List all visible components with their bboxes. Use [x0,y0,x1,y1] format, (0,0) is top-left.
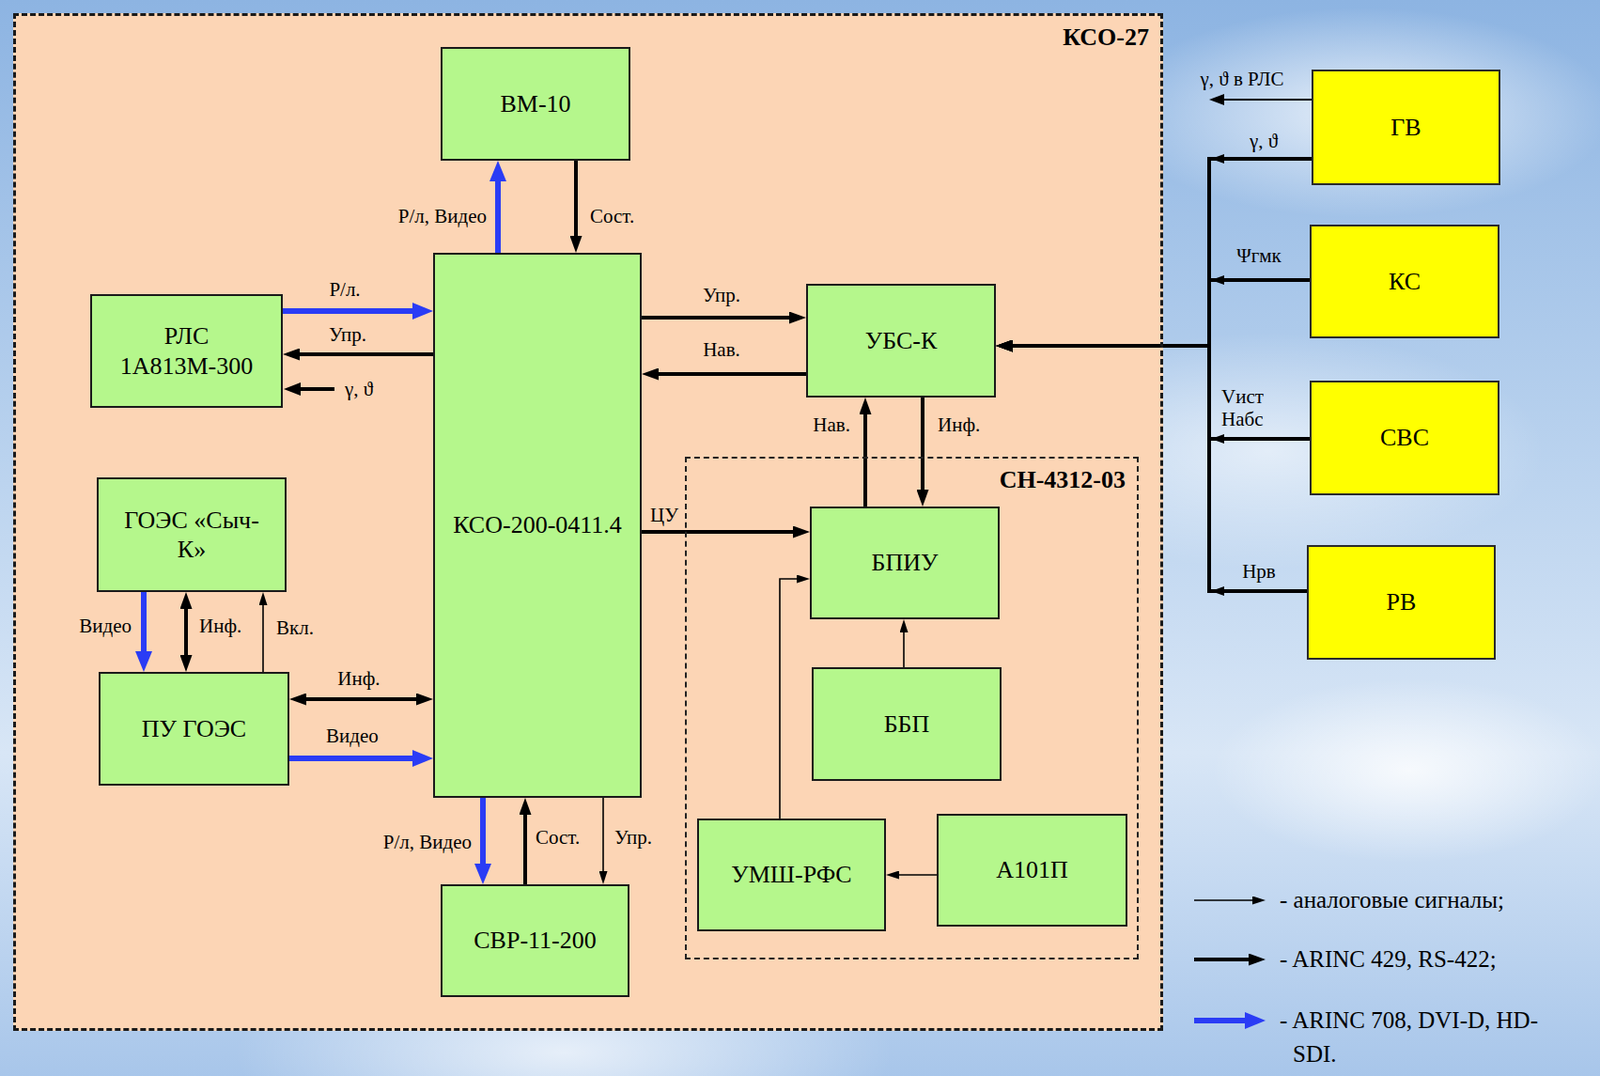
system-region: КСО-27ВМ-10РЛС 1А813М-300КСО-200-0411.4У… [13,13,1164,1031]
region-fill [13,13,1164,1031]
connector [282,308,413,314]
stub-arrowhead [1209,93,1225,106]
sensor-box: СВС [1309,380,1500,496]
connector [863,414,868,507]
unit-box: РЛС 1А813М-300 [90,294,283,408]
subsystem-region: СН-4312-03БПИУ ББП УМШ-РФС А101П [684,456,1139,960]
legend-sample [1194,1017,1245,1024]
stub-line [296,387,335,391]
edge-label: Нав. [702,338,741,361]
edge-label: Р/л, Видео [398,204,487,228]
node-label: ГОЭС «Сыч-К» [121,505,263,564]
unit-box: БПИУ [809,506,1000,620]
legend-text: - ARINC 708, DVI-D, HD-SDI. [1279,1003,1575,1072]
sensor-box: КС [1309,224,1500,339]
connector [306,697,417,701]
legend-sample [1194,899,1253,901]
edge-label: Р/л, Видео [383,830,472,854]
connector [641,529,793,534]
unit-box: ББП [811,667,1002,781]
edge-label: γ, ϑ [1249,129,1278,153]
node-label: ПУ ГОЭС [141,714,247,744]
region-title: КСО-27 [1062,23,1150,52]
connector [523,814,528,885]
signal-label: γ, ϑ в РЛС [1200,67,1285,91]
node-label: УБС-К [865,326,938,356]
unit-box: ПУ ГОЭС [98,671,290,786]
connector [495,181,501,253]
connector [480,797,486,864]
connector [184,608,188,655]
legend-sample [1194,957,1249,962]
node-label: РВ [1386,587,1417,617]
node-label: ГВ [1390,112,1421,142]
stub-line [1221,98,1312,101]
legend-text: - аналоговые сигналы; [1279,883,1505,917]
node-label: СВС [1380,422,1430,452]
edge-label: Инф. [199,614,242,637]
connector [602,797,605,871]
node-label: СВР-11-200 [473,925,597,955]
edge-label: Инф. [337,667,380,690]
connector [289,755,413,762]
region-title: СН-4312-03 [999,466,1126,495]
unit-box: УМШ-РФС [697,818,886,932]
sensor-box: РВ [1306,544,1496,660]
sensor-box: ГВ [1311,69,1501,186]
edge-label: Инф. [937,413,980,436]
connector [262,605,265,672]
edge-label: Ψгмк [1236,244,1281,267]
node-label: ВМ-10 [499,89,571,119]
connector [899,873,937,876]
node-label: УМШ-РФС [730,859,852,889]
node-label: БПИУ [871,547,939,577]
edge-label: ЦУ [650,503,679,527]
legend-text: - ARINC 429, RS-422; [1279,942,1497,977]
connector [574,160,578,236]
connector [299,352,434,357]
edge-label: Видео [78,614,132,637]
stub-arrowhead [283,382,301,396]
edge-label: Vист Hабс [1221,385,1276,431]
node-label: РЛС 1А813М-300 [104,321,269,380]
unit-box: ВМ-10 [440,46,631,161]
node-label: ББП [884,709,931,739]
edge-label: Сост. [590,204,635,228]
node-label: КСО-200-0411.4 [452,510,622,540]
connector [779,578,797,819]
unit-box: СВР-11-200 [440,884,630,997]
unit-box: УБС-К [806,283,996,398]
computer-box: КСО-200-0411.4 [433,252,642,798]
signal-label: γ, ϑ [344,377,373,401]
connector [902,632,905,668]
edge-label: Вкл. [276,616,314,639]
edge-label: Hрв [1242,559,1276,583]
connector [140,591,147,652]
edge-label: Видео [326,724,379,747]
edge-label: Нав. [812,413,851,436]
edge-label: Упр. [328,323,367,346]
edge-label: Упр. [614,825,653,849]
unit-box: ГОЭС «Сыч-К» [96,477,287,592]
unit-box: А101П [936,813,1128,927]
edge-label: Упр. [702,283,741,307]
connector [658,372,807,376]
node-label: КС [1388,266,1421,296]
connector [920,397,925,490]
edge-label: Сост. [535,825,580,849]
connector [641,315,790,320]
edge-label: Р/л. [328,278,360,301]
node-label: А101П [995,854,1069,885]
